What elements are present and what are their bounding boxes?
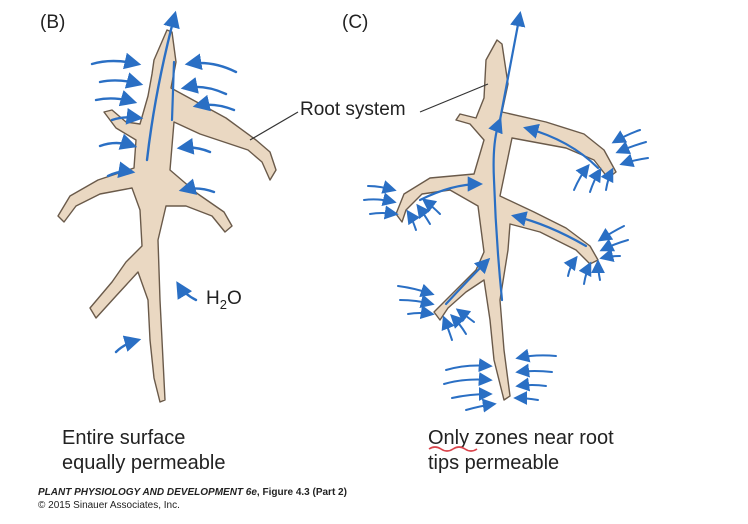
arrow-icon bbox=[451, 387, 493, 402]
water-arrows-c bbox=[363, 129, 649, 413]
arrow-icon bbox=[515, 377, 547, 392]
arrow-icon bbox=[600, 167, 614, 191]
arrow-icon bbox=[591, 259, 606, 281]
caption-b: Entire surface equally permeable bbox=[62, 426, 225, 476]
arrow-icon bbox=[184, 53, 238, 74]
arrow-icon bbox=[465, 398, 497, 413]
arrow-icon bbox=[513, 391, 539, 406]
arrow-icon bbox=[367, 180, 397, 194]
arrow-icon bbox=[573, 163, 590, 191]
arrow-icon bbox=[363, 192, 397, 207]
arrow-icon bbox=[455, 308, 475, 323]
arrow-icon bbox=[98, 72, 144, 89]
arrow-icon bbox=[178, 178, 216, 195]
water-arrows-b bbox=[90, 10, 238, 354]
root-system-label: Root system bbox=[300, 99, 406, 120]
arrow-icon bbox=[421, 198, 441, 215]
caption-c-line1: Only zones near root bbox=[428, 426, 614, 451]
caption-b-line1: Entire surface bbox=[62, 427, 186, 449]
credit-line1: PLANT PHYSIOLOGY AND DEVELOPMENT 6e, Fig… bbox=[38, 487, 347, 498]
arrow-icon bbox=[90, 52, 142, 70]
water-label: H2O bbox=[206, 288, 242, 312]
arrow-icon bbox=[441, 315, 455, 341]
figure-credit: PLANT PHYSIOLOGY AND DEVELOPMENT 6e, Fig… bbox=[38, 486, 347, 512]
internal-flow-c bbox=[418, 10, 600, 306]
arrow-icon bbox=[563, 255, 578, 277]
root-b-body bbox=[57, 29, 277, 403]
arrow-icon bbox=[445, 358, 493, 373]
arrow-icon bbox=[407, 305, 435, 320]
arrow-icon bbox=[110, 107, 144, 125]
arrow-icon bbox=[416, 203, 431, 225]
caption-c-line2: tips permeable bbox=[428, 452, 560, 474]
arrow-icon bbox=[114, 335, 142, 354]
caption-c-first-word: Only bbox=[428, 427, 470, 449]
arrow-icon bbox=[599, 238, 629, 252]
arrow-icon bbox=[180, 77, 228, 96]
annotation-underline bbox=[428, 446, 478, 452]
arrow-icon bbox=[597, 225, 625, 242]
internal-flow-b bbox=[170, 60, 176, 122]
caption-b-line2: equally permeable bbox=[62, 452, 226, 474]
arrow-icon bbox=[98, 133, 138, 150]
arrow-icon bbox=[397, 283, 435, 298]
root-b bbox=[57, 29, 277, 403]
arrow-icon bbox=[406, 209, 421, 231]
arrow-icon bbox=[369, 205, 399, 220]
panel-label-c: (C) bbox=[342, 12, 369, 33]
callout-leaders bbox=[249, 83, 489, 141]
arrow-icon bbox=[615, 141, 647, 155]
credit-line2: © 2015 Sinauer Associates, Inc. bbox=[38, 500, 180, 511]
arrow-icon bbox=[578, 261, 592, 285]
panel-label-b: (B) bbox=[40, 12, 66, 33]
arrow-icon bbox=[106, 161, 136, 179]
arrow-icon bbox=[443, 372, 493, 387]
arrow-icon bbox=[176, 281, 198, 302]
arrow-icon bbox=[192, 94, 236, 112]
arrow-icon bbox=[619, 153, 649, 168]
arrow-icon bbox=[588, 167, 602, 193]
arrow-icon bbox=[599, 248, 621, 263]
arrow-icon bbox=[611, 129, 641, 144]
arrow-icon bbox=[515, 363, 553, 378]
arrow-icon bbox=[94, 90, 138, 107]
caption-c-line1-rest: zones near root bbox=[469, 427, 614, 449]
arrow-icon bbox=[399, 294, 435, 309]
arrow-icon bbox=[176, 138, 212, 155]
arrow-icon bbox=[145, 10, 180, 162]
caption-c: Only zones near root tips permeable bbox=[428, 426, 614, 476]
arrow-icon bbox=[450, 314, 467, 335]
arrow-icon bbox=[515, 348, 557, 363]
